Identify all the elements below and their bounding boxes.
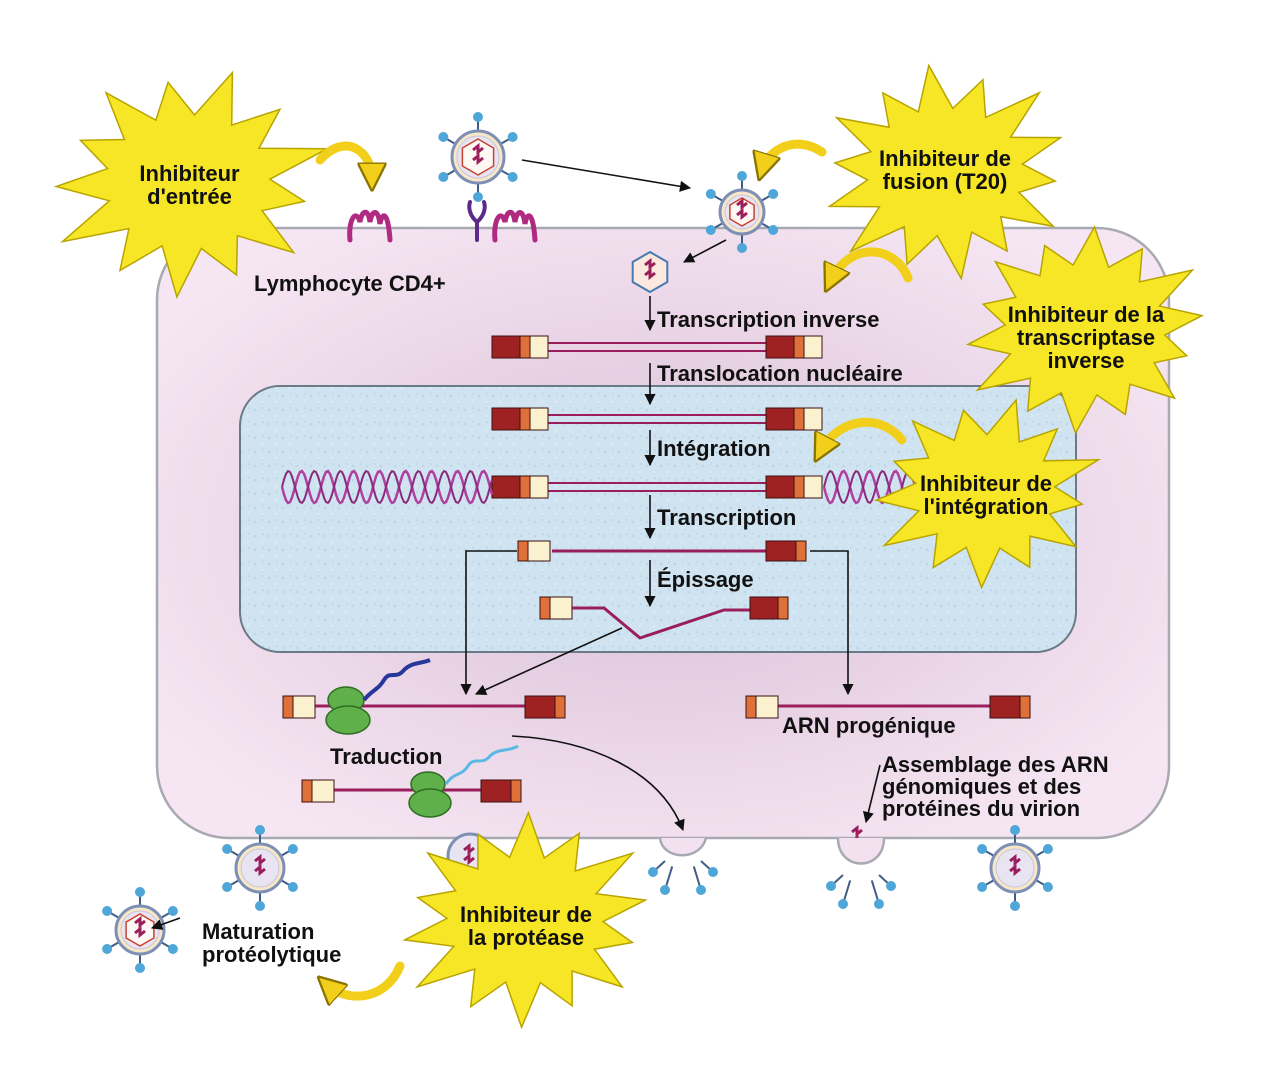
rna-spliced	[572, 606, 750, 640]
burst-reverse-transcriptase	[965, 225, 1205, 435]
nascent-peptide-2	[444, 744, 519, 785]
viral-capsid	[631, 250, 669, 294]
bud-spikes-1	[648, 860, 718, 895]
host-chromosome-right	[822, 469, 916, 505]
cdna-cytoplasm-ltr-right	[765, 335, 823, 359]
cell-label: Lymphocyte CD4+	[254, 271, 446, 296]
inhibitor-entry-label: Inhibiteur d'entrée	[139, 161, 240, 209]
progeny-ltr-left	[745, 695, 779, 719]
burst-protease	[402, 810, 648, 1030]
step-assembly: Assemblage des ARN génomiques et des pro…	[882, 752, 1109, 821]
burst-entry	[53, 70, 328, 300]
mrna2-ltr-left	[301, 779, 335, 803]
nucleus	[239, 385, 1077, 653]
virion-released	[977, 825, 1053, 911]
virion-fusing	[705, 171, 779, 253]
rna-spliced-ltr-left	[539, 596, 573, 620]
inhibitor-bursts	[53, 63, 1205, 1030]
host-chromosome-left-b	[281, 469, 493, 505]
rna-spliced-ltr-right	[749, 596, 789, 620]
step-nuclear-translocation: Translocation nucléaire	[657, 361, 903, 386]
nascent-peptide-1	[362, 658, 431, 702]
step-translation: Traduction	[330, 744, 443, 769]
inhibitor-arrows	[315, 139, 913, 996]
cdna-cytoplasm-ltr-left	[491, 335, 549, 359]
ribosome-2	[408, 771, 452, 818]
budding-sites	[658, 837, 886, 865]
progeny-ltr-right	[989, 695, 1031, 719]
mrna2-ltr-right	[480, 779, 522, 803]
virion-budded	[222, 825, 298, 911]
inhibitor-protease-label: Inhibiteur de la protéase	[460, 902, 592, 950]
host-chromosome-left	[280, 469, 494, 505]
mrna1-ltr-right	[524, 695, 566, 719]
step-integration: Intégration	[657, 436, 771, 461]
provirus	[548, 482, 766, 492]
cdna-cytoplasm	[548, 342, 766, 352]
inhibitor-fusion-label: Inhibiteur de fusion (T20)	[879, 146, 1011, 194]
cd4-receptor	[347, 209, 538, 243]
cdna-nucleus-ltr-right	[765, 407, 823, 431]
step-maturation: Maturation protéolytique	[202, 919, 342, 967]
burst-integrase	[873, 398, 1102, 590]
step-splicing: Épissage	[657, 567, 754, 592]
virion-mature	[102, 887, 178, 973]
rna-full-ltr-left	[517, 540, 551, 562]
burst-fusion	[827, 63, 1063, 281]
bud-spikes-2	[826, 874, 896, 909]
virion-free	[438, 112, 518, 202]
step-progeny-rna: ARN progénique	[782, 713, 956, 738]
provirus-ltr-right	[765, 475, 823, 499]
provirus-ltr-left	[491, 475, 549, 499]
cdna-nucleus	[548, 414, 766, 424]
nucleic-acids	[282, 335, 1031, 803]
mrna1-ltr-left	[282, 695, 316, 719]
virions	[102, 112, 1053, 973]
step-transcription: Transcription	[657, 505, 797, 530]
step-reverse-transcription: Transcription inverse	[657, 307, 880, 332]
inhibitor-integrase-label: Inhibiteur de l'intégration	[920, 471, 1052, 519]
cdna-nucleus-ltr-left	[491, 407, 549, 431]
rna-full-ltr-right	[765, 540, 807, 562]
inhibitor-rt-label: Inhibiteur de la transcriptase inverse	[1007, 302, 1165, 373]
ribosome-1	[325, 686, 371, 735]
coreceptor-icon	[467, 200, 487, 242]
process-arrows	[150, 159, 881, 930]
